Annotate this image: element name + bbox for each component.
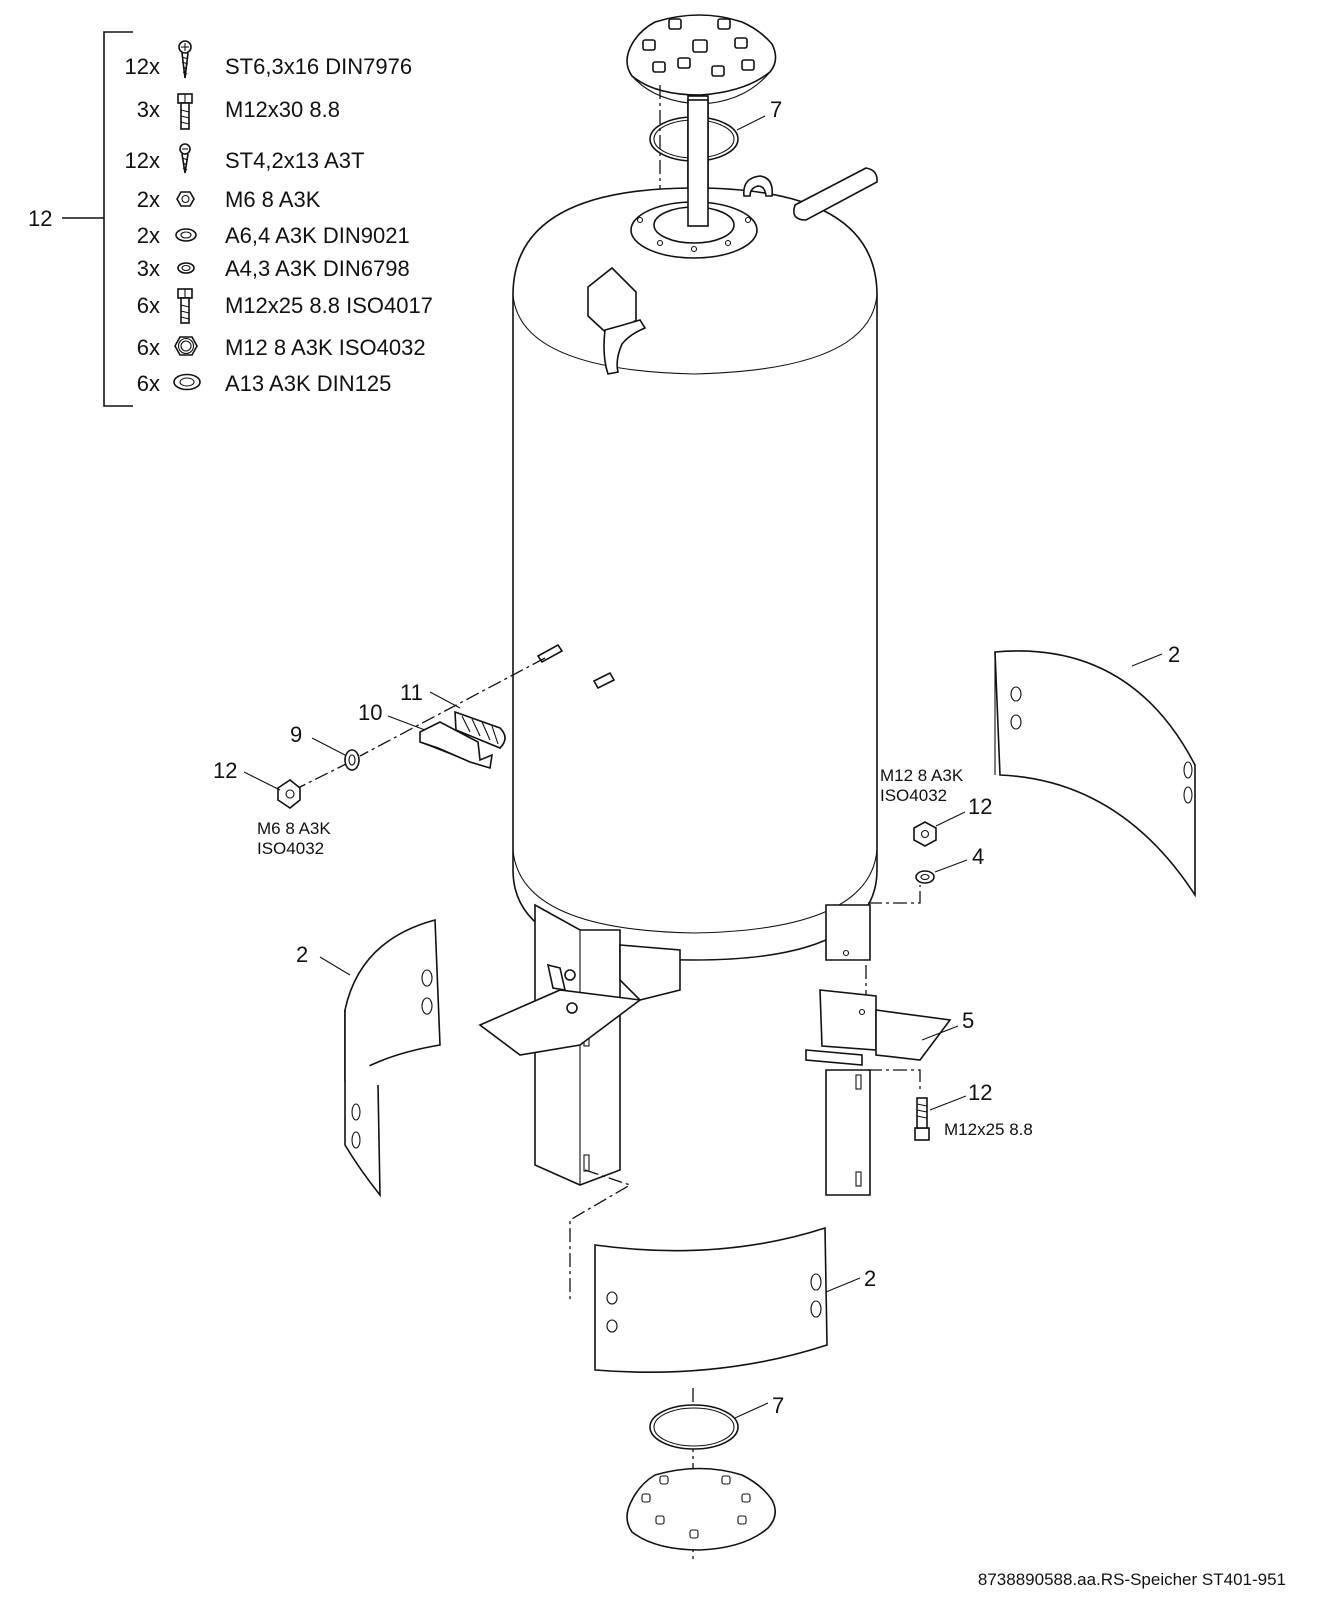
right-foot-lower (825, 1069, 871, 1196)
callout-left-panel: 2 (296, 942, 308, 967)
parts-qty: 12x (125, 148, 160, 173)
parts-qty: 6x (137, 293, 160, 318)
parts-spec: M12x25 8.8 ISO4017 (225, 293, 433, 318)
foot-plate (805, 989, 952, 1066)
rear-foot (619, 944, 681, 1001)
left-nut (277, 779, 301, 809)
parts-row: 2x M6 8 A3K (137, 187, 321, 212)
callout-right-nut: 12 (968, 794, 992, 819)
bolt-icon (177, 288, 193, 324)
callout-left-nut: 12 (213, 758, 237, 783)
callout-bottom-gasket: 7 (772, 1393, 784, 1418)
parts-row: 2x A6,4 A3K DIN9021 (137, 223, 410, 248)
parts-row: 12x ST6,3x16 DIN7976 (125, 40, 412, 79)
right-bolt (914, 1097, 930, 1141)
parts-row: 3x M12x30 8.8 (137, 93, 340, 130)
callout-spring: 11 (400, 680, 423, 705)
parts-row: 12x ST4,2x13 A3T (125, 143, 364, 174)
nut-icon (174, 336, 198, 356)
parts-group-label: 12 (28, 206, 52, 231)
parts-qty: 2x (137, 223, 160, 248)
parts-spec: ST4,2x13 A3T (225, 148, 364, 173)
nut-icon (176, 191, 195, 207)
right-washer (915, 870, 935, 884)
callout-right-panel: 2 (1168, 642, 1180, 667)
parts-qty: 3x (137, 256, 160, 281)
callout-right-washer: 4 (972, 844, 984, 869)
washer-icon (173, 373, 201, 391)
parts-row: 3x A4,3 A3K DIN6798 (137, 256, 410, 281)
right-bolt-spec: M12x25 8.8 (944, 1120, 1033, 1139)
callout-foot-plate: 5 (962, 1008, 974, 1033)
parts-qty: 12x (125, 54, 160, 79)
left-foot-plate (478, 989, 643, 1056)
parts-spec: A13 A3K DIN125 (225, 371, 391, 396)
storage-tank (512, 99, 878, 961)
callout-top-gasket: 7 (770, 97, 782, 122)
parts-row: 6x M12x25 8.8 ISO4017 (137, 288, 433, 324)
drawing-reference: 8738890588.aa.RS-Speicher ST401-951 (978, 1570, 1286, 1589)
bottom-panel (594, 1226, 828, 1373)
screw-icon (178, 40, 192, 79)
bolt-icon (177, 93, 193, 130)
bottom-flange-cover (626, 1467, 776, 1551)
parts-row: 6x A13 A3K DIN125 (137, 371, 392, 396)
callout-bottom-panel: 2 (864, 1266, 876, 1291)
right-nut-spec-2: ISO4032 (880, 786, 947, 805)
parts-qty: 6x (137, 371, 160, 396)
parts-spec: M6 8 A3K (225, 187, 321, 212)
bottom-gasket (649, 1404, 739, 1450)
parts-list: 12 12x ST6,3x16 DIN7976 3x M12x30 8.8 (28, 31, 433, 407)
callout-left-washer: 9 (290, 722, 302, 747)
screw-icon (179, 143, 191, 174)
left-washer (344, 749, 360, 771)
parts-qty: 3x (137, 97, 160, 122)
parts-spec: A4,3 A3K DIN6798 (225, 256, 410, 281)
washer-icon (175, 228, 197, 242)
parts-spec: M12x30 8.8 (225, 97, 340, 122)
connection-pipe (793, 167, 878, 221)
parts-qty: 6x (137, 335, 160, 360)
right-panel (994, 650, 1196, 898)
right-nut-spec-1: M12 8 A3K (880, 766, 964, 785)
tank-pin (592, 671, 616, 690)
left-nut-spec-2: ISO4032 (257, 839, 324, 858)
parts-spec: M12 8 A3K ISO4032 (225, 335, 426, 360)
tank-bracket (587, 266, 637, 342)
right-foot-upper (825, 904, 871, 961)
mounting-clip (419, 721, 494, 770)
parts-row: 6x M12 8 A3K ISO4032 (137, 335, 426, 360)
callout-clip: 10 (358, 700, 382, 725)
right-nut (913, 821, 937, 847)
spring-clip (454, 710, 506, 749)
parts-qty: 2x (137, 187, 160, 212)
flange-bolt-heads (642, 18, 755, 77)
left-panel (344, 918, 441, 1198)
parts-list-bracket (103, 31, 133, 407)
washer-icon (177, 262, 195, 274)
parts-spec: ST6,3x16 DIN7976 (225, 54, 412, 79)
left-nut-spec-1: M6 8 A3K (257, 819, 331, 838)
left-foot (478, 903, 643, 1186)
lifting-eye (743, 175, 774, 197)
callout-right-bolt: 12 (968, 1080, 992, 1105)
parts-spec: A6,4 A3K DIN9021 (225, 223, 410, 248)
